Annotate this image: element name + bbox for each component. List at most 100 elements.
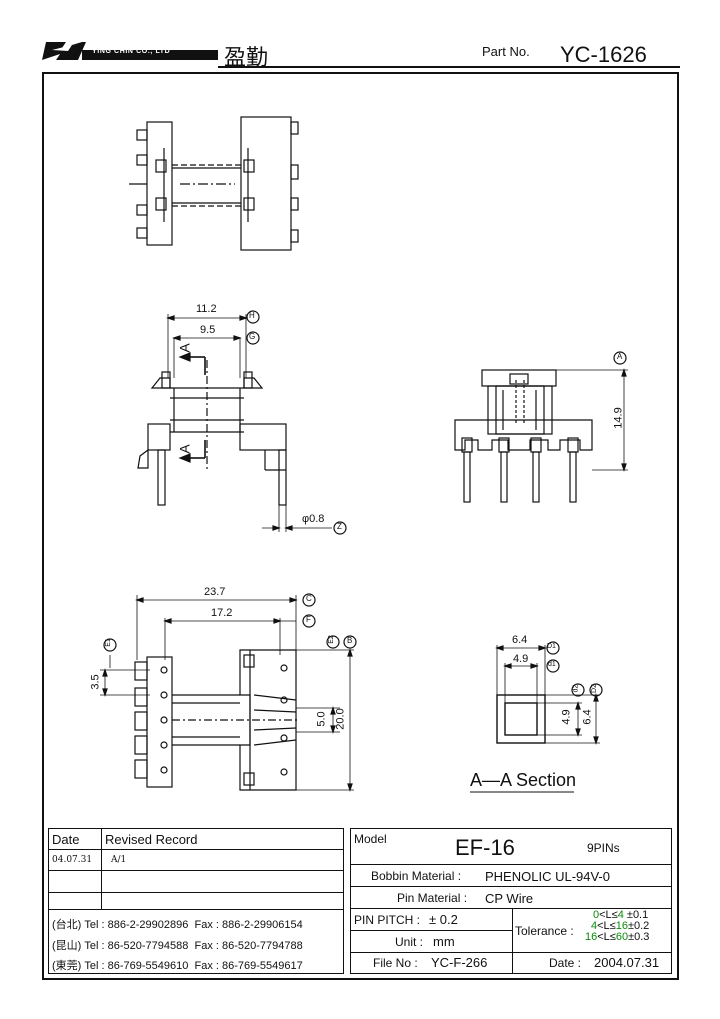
tag-c: C [306, 594, 312, 603]
pitch-value: ± 0.2 [429, 912, 458, 927]
contact-row: (昆山) Tel : 86-520-7794588 Fax : 86-520-7… [52, 937, 303, 953]
pin-material-value: CP Wire [485, 891, 534, 906]
revision-header-row: Date Revised Record [49, 829, 343, 850]
contact-row: (台北) Tel : 886-2-29902896 Fax : 886-2-29… [52, 916, 303, 932]
tol-hi: 4 [617, 909, 624, 921]
part-no-label: Part No. [482, 44, 530, 59]
section-title: A—A Section [470, 770, 577, 790]
tag-d1-upper: D1 [547, 643, 556, 650]
dim-17-2: 17.2 [211, 607, 233, 619]
tol-value: ±0.3 [628, 931, 650, 943]
contact-tel: Tel : 86-769-5549610 [84, 960, 189, 972]
tol-value: ±0.2 [627, 920, 650, 932]
bobbin-row: Bobbin Material : PHENOLIC UL-94V-0 [351, 865, 671, 887]
front-view [454, 351, 628, 503]
tag-d1-lower: d1 [548, 661, 556, 668]
a-a-section [470, 641, 603, 793]
tag-b: B [347, 636, 353, 645]
dim-20-0: 20.0 [334, 708, 347, 730]
tag-f: F [306, 615, 311, 624]
model-label: Model [354, 832, 387, 846]
model-row: Model EF-16 9PINs [351, 829, 671, 865]
bobbin-label: Bobbin Material : [371, 869, 462, 883]
file-value: YC-F-266 [431, 955, 488, 970]
pitch-label: PIN PITCH : [354, 913, 421, 927]
tolerance-line: 4<L≤16±0.2 [591, 920, 650, 932]
table-row: 04.07.31 A/1 [49, 850, 343, 871]
revision-record: A/1 [111, 855, 127, 865]
dim-3-5: 3.5 [89, 674, 102, 690]
pin-count: 9PINs [587, 841, 620, 855]
file-date-divider [512, 953, 513, 973]
side-view [137, 310, 347, 535]
file-date-row: File No : YC-F-266 Date : 2004.07.31 [351, 953, 671, 973]
revision-table: Date Revised Record 04.07.31 A/1 (台北) Te… [48, 828, 344, 974]
tag-z: Z [337, 522, 342, 531]
table-row [49, 871, 343, 893]
bottom-view [100, 593, 357, 792]
date-label: Date : [549, 956, 582, 970]
section-arrow-bottom: A [176, 444, 193, 454]
pin-diameter: φ0.8 [302, 513, 325, 525]
dim-4-9-side: 4.9 [560, 709, 573, 725]
tol-hi: 16 [615, 920, 628, 932]
part-no: YC-1626 [560, 42, 647, 67]
company-logo [42, 38, 218, 64]
unit-value: mm [433, 934, 455, 949]
tol-lo: 4 [591, 920, 598, 932]
tag-h: H [249, 311, 255, 320]
contact-city: (昆山) [52, 940, 82, 952]
record-header: Revised Record [105, 832, 198, 847]
spec-table: Model EF-16 9PINs Bobbin Material : PHEN… [350, 828, 672, 974]
tag-d2-lower: d2 [572, 684, 580, 693]
dim-9-5: 9.5 [200, 324, 216, 336]
header-rule [218, 66, 680, 68]
pin-material-label: Pin Material : [397, 891, 468, 905]
contact-tel: Tel : 886-2-29902896 [84, 919, 189, 931]
revision-col-divider [101, 829, 102, 910]
dim-14-9: 14.9 [612, 407, 625, 429]
contact-fax: Fax : 86-520-7794788 [194, 940, 303, 952]
tag-e1: E1 [104, 638, 112, 647]
tolerance-line: 16<L≤60±0.3 [585, 931, 650, 943]
pitch-unit-row: PIN PITCH : ± 0.2 Unit : mm Tolerance : … [351, 909, 671, 953]
dim-6-4-top: 6.4 [512, 634, 528, 646]
drawing-frame [42, 72, 679, 980]
tag-a: A [617, 352, 623, 361]
dim-5-0: 5.0 [315, 711, 328, 727]
file-label: File No : [373, 956, 418, 970]
date-header: Date [52, 832, 80, 847]
unit-label: Unit : [395, 935, 424, 949]
company-name: YING CHIN CO., LTD [92, 48, 171, 55]
pitch-divider [351, 930, 512, 931]
dim-11-2: 11.2 [196, 303, 217, 315]
contact-tel: Tel : 86-520-7794588 [84, 940, 189, 952]
tol-hi: 60 [615, 931, 629, 943]
bobbin-value: PHENOLIC UL-94V-0 [485, 869, 610, 884]
date-value: 2004.07.31 [594, 955, 660, 970]
tol-lo: 16 [585, 931, 598, 943]
revision-date: 04.07.31 [52, 855, 93, 865]
dim-23-7: 23.7 [204, 586, 226, 598]
contact-fax: Fax : 886-2-29906154 [194, 919, 303, 931]
dim-6-4-side: 6.4 [581, 709, 594, 725]
tolerance-line: 0<L≤4 ±0.1 [593, 909, 649, 921]
section-arrow-top: A [176, 343, 193, 353]
tag-g: G [249, 332, 256, 341]
contact-city: (台北) [52, 919, 82, 931]
table-row [49, 893, 343, 910]
tol-lo: 0 [593, 909, 600, 921]
contact-fax: Fax : 86-769-5549617 [194, 960, 303, 972]
tag-e2: E2 [327, 635, 335, 644]
top-view [129, 116, 299, 251]
tolerance-divider [512, 909, 513, 953]
tag-d2-upper: D2 [590, 684, 598, 693]
model-value: EF-16 [455, 835, 515, 860]
technical-drawing [100, 116, 628, 793]
pin-material-row: Pin Material : CP Wire [351, 887, 671, 909]
contact-row: (東莞) Tel : 86-769-5549610 Fax : 86-769-5… [52, 957, 303, 973]
tolerance-label: Tolerance : [515, 924, 574, 938]
tol-value: ±0.1 [626, 909, 649, 921]
dim-4-9-top: 4.9 [513, 653, 529, 665]
contact-city: (東莞) [52, 960, 82, 972]
